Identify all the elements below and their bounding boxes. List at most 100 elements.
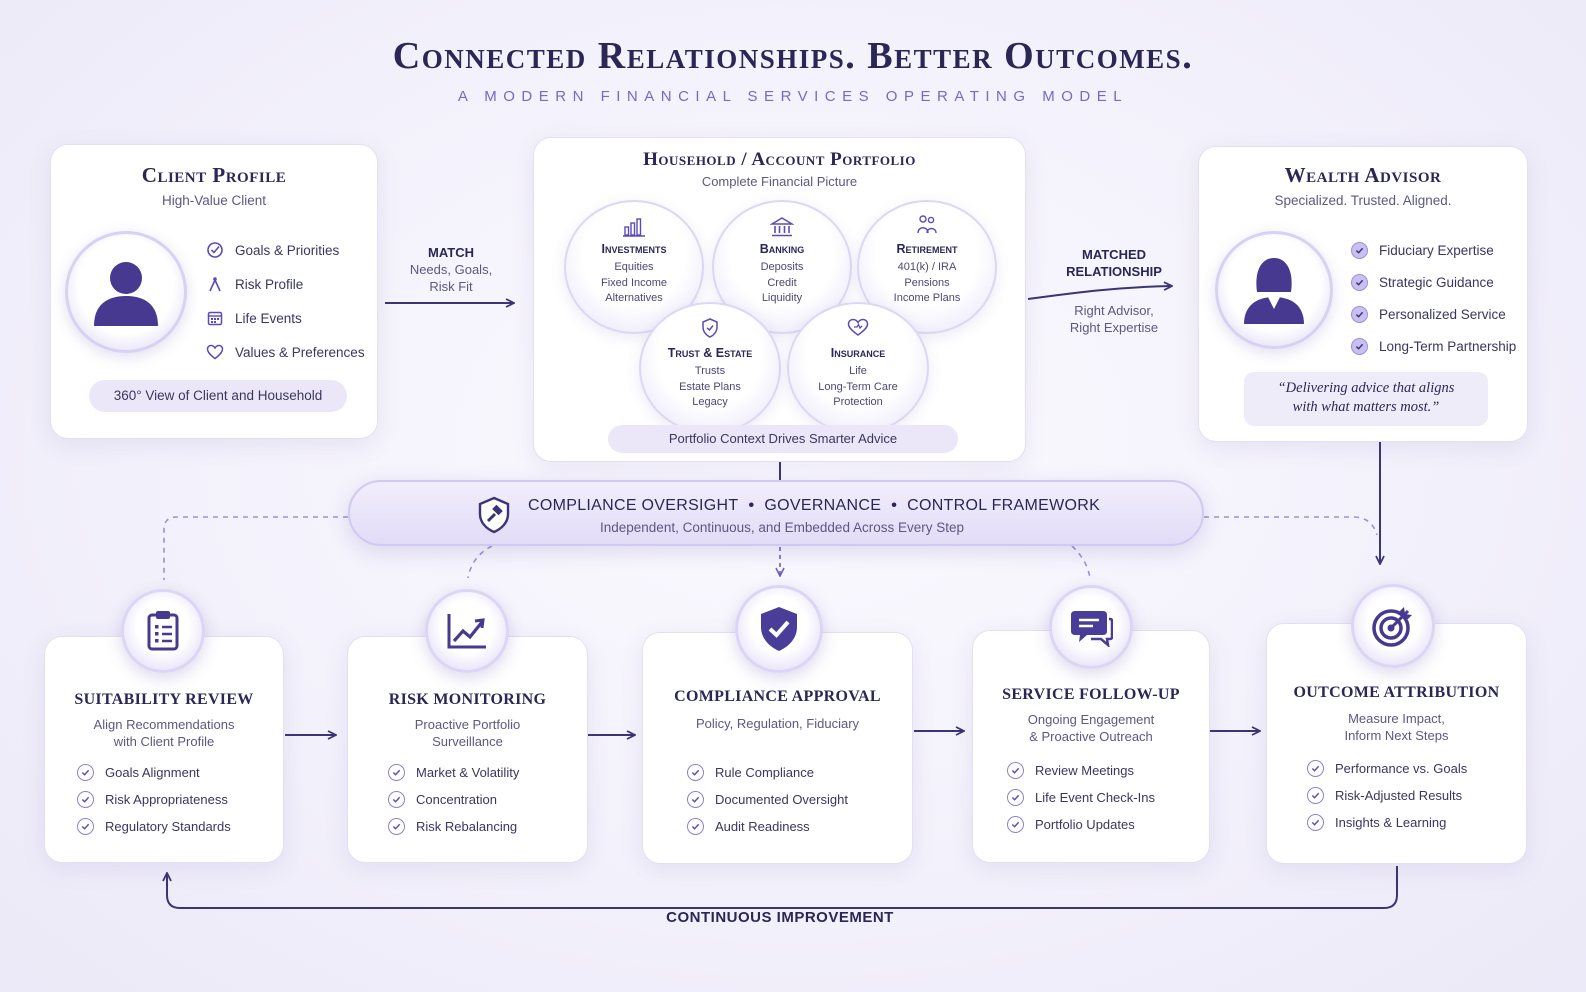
- advisor-subtitle: Specialized. Trusted. Aligned.: [1274, 193, 1452, 208]
- matched-relationship-caption: Right Advisor, Right Expertise: [1069, 303, 1159, 335]
- page-subtitle: A Modern Financial Services Operating Mo…: [457, 88, 1129, 105]
- shield-icon: [641, 317, 779, 339]
- risk-icon-ring: [425, 589, 509, 673]
- bubble-retirement: Retirement 401(k) / IRA Pensions Income …: [857, 200, 997, 334]
- list-item: Risk Rebalancing: [388, 813, 519, 840]
- client-360-pill: 360° View of Client and Household: [89, 380, 347, 412]
- target-check-icon: [205, 240, 225, 260]
- trend-chart-icon: [447, 614, 486, 649]
- matched-relationship-label: MATCHED RELATIONSHIP: [1066, 247, 1162, 279]
- check-icon: [687, 764, 704, 781]
- check-icon: [388, 791, 405, 808]
- list-item: Risk Appropriateness: [77, 786, 231, 813]
- clipboard-icon: [147, 611, 179, 651]
- list-item: Goals Alignment: [77, 759, 231, 786]
- check-icon: [1007, 816, 1024, 833]
- bubble-insurance: Insurance Life Long-Term Care Protection: [787, 302, 929, 434]
- check-icon: [1007, 762, 1024, 779]
- heart-icon: [205, 342, 225, 362]
- list-item: Life Events: [205, 301, 365, 335]
- client-profile-list: Goals & Priorities Risk Profile Life Eve…: [205, 233, 365, 369]
- list-item: Audit Readiness: [687, 813, 848, 840]
- advisor-list: Fiduciary Expertise Strategic Guidance P…: [1351, 234, 1516, 362]
- person-icon: [94, 262, 158, 326]
- check-icon: [388, 764, 405, 781]
- shield-gavel-icon: [478, 496, 510, 534]
- bank-icon: [714, 216, 850, 238]
- check-icon: [1351, 337, 1368, 355]
- list-item: Portfolio Updates: [1007, 811, 1155, 838]
- check-icon: [1307, 787, 1324, 804]
- check-icon: [388, 818, 405, 835]
- chat-icon: [1071, 611, 1113, 647]
- step-card-risk-monitoring: RISK MONITORING Proactive Portfolio Surv…: [347, 636, 588, 863]
- list-item: Values & Preferences: [205, 335, 365, 369]
- page-title: Connected Relationships. Better Outcomes…: [392, 35, 1194, 77]
- list-item: Performance vs. Goals: [1307, 755, 1467, 782]
- heart-shield-icon: [789, 317, 927, 337]
- check-icon: [1351, 305, 1368, 323]
- list-item: Fiduciary Expertise: [1351, 234, 1516, 266]
- list-item: Review Meetings: [1007, 757, 1155, 784]
- advisor-quote: “Delivering advice that aligns with what…: [1244, 372, 1488, 426]
- client-avatar: [65, 231, 187, 353]
- target-icon: [1372, 607, 1412, 647]
- continuous-improvement-label: CONTINUOUS IMPROVEMENT: [666, 909, 894, 926]
- bar-chart-icon: [566, 216, 702, 238]
- check-icon: [77, 764, 94, 781]
- list-item: Market & Volatility: [388, 759, 519, 786]
- compliance-subtitle: Independent, Continuous, and Embedded Ac…: [600, 520, 964, 535]
- client-profile-subtitle: High-Value Client: [161, 193, 267, 208]
- step-card-suitability-review: SUITABILITY REVIEW Align Recommendations…: [44, 636, 284, 863]
- list-item: Goals & Priorities: [205, 233, 365, 267]
- list-item: Personalized Service: [1351, 298, 1516, 330]
- compliance-checklist: Rule Compliance Documented Oversight Aud…: [687, 759, 848, 840]
- compliance-heading: COMPLIANCE OVERSIGHT•GOVERNANCE•CONTROL …: [528, 497, 1101, 514]
- continuous-improvement-loop: [167, 866, 1398, 909]
- calendar-icon: [205, 308, 225, 328]
- suitability-icon-ring: [121, 589, 205, 673]
- compliance-oversight-bar: COMPLIANCE OVERSIGHT•GOVERNANCE•CONTROL …: [348, 480, 1204, 546]
- advisor-title: Wealth Advisor: [1284, 163, 1442, 187]
- list-item: Concentration: [388, 786, 519, 813]
- outcome-checklist: Performance vs. Goals Risk-Adjusted Resu…: [1307, 755, 1467, 836]
- portfolio-subtitle: Complete Financial Picture: [701, 174, 858, 189]
- list-item: Long-Term Partnership: [1351, 330, 1516, 362]
- client-profile-title: Client Profile: [141, 163, 287, 187]
- portfolio-card: Household / Account Portfolio Complete F…: [533, 137, 1026, 462]
- matched-arrow: [1027, 286, 1171, 300]
- service-checklist: Review Meetings Life Event Check-Ins Por…: [1007, 757, 1155, 838]
- list-item: Risk-Adjusted Results: [1307, 782, 1467, 809]
- list-item: Regulatory Standards: [77, 813, 231, 840]
- compass-icon: [205, 274, 225, 294]
- check-icon: [77, 791, 94, 808]
- check-icon: [1307, 760, 1324, 777]
- list-item: Insights & Learning: [1307, 809, 1467, 836]
- step-card-outcome-attribution: OUTCOME ATTRIBUTION Measure Impact, Info…: [1266, 623, 1527, 864]
- advisor-avatar: [1215, 231, 1333, 349]
- people-icon: [859, 214, 995, 236]
- list-item: Rule Compliance: [687, 759, 848, 786]
- advisor-person-icon: [1244, 258, 1304, 324]
- match-label: MATCH Needs, Goals, Risk Fit: [409, 245, 493, 294]
- check-icon: [1307, 814, 1324, 831]
- service-icon-ring: [1049, 585, 1133, 669]
- check-icon: [77, 818, 94, 835]
- check-icon: [687, 791, 704, 808]
- portfolio-context-pill: Portfolio Context Drives Smarter Advice: [608, 425, 958, 453]
- check-icon: [1351, 273, 1368, 291]
- check-icon: [687, 818, 704, 835]
- list-item: Risk Profile: [205, 267, 365, 301]
- risk-checklist: Market & Volatility Concentration Risk R…: [388, 759, 519, 840]
- check-icon: [1351, 241, 1368, 259]
- shield-check-icon: [761, 607, 797, 651]
- check-icon: [1007, 789, 1024, 806]
- client-profile-card: Client Profile High-Value Client Goals &…: [50, 144, 378, 439]
- compliance-icon-ring: [735, 585, 823, 673]
- bubble-trust-estate: Trust & Estate Trusts Estate Plans Legac…: [639, 302, 781, 434]
- list-item: Strategic Guidance: [1351, 266, 1516, 298]
- list-item: Life Event Check-Ins: [1007, 784, 1155, 811]
- list-item: Documented Oversight: [687, 786, 848, 813]
- portfolio-title: Household / Account Portfolio: [643, 149, 916, 170]
- outcome-icon-ring: [1351, 584, 1435, 668]
